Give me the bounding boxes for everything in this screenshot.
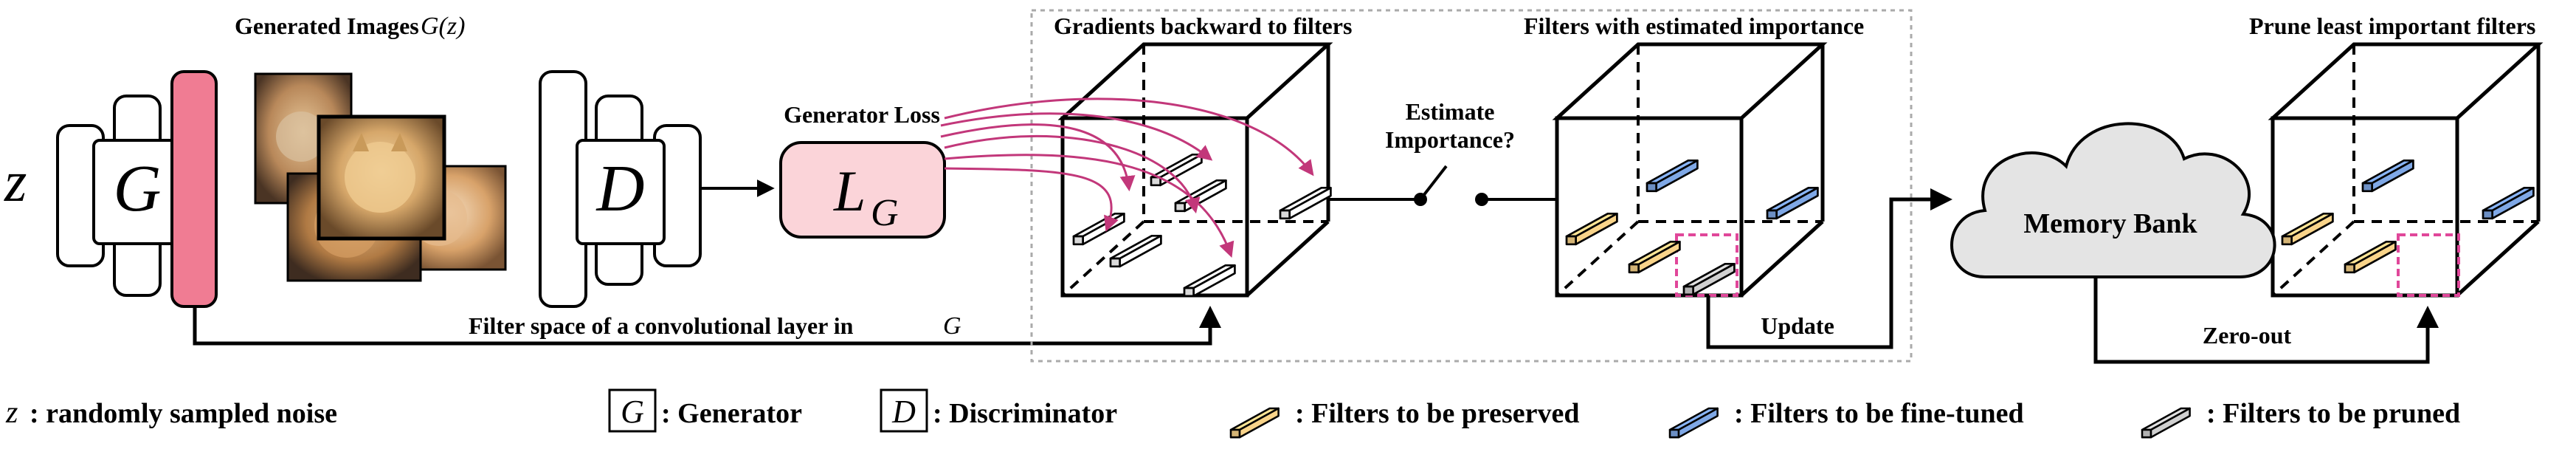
filter-bar-pruned (1682, 262, 1736, 296)
filter-bar-unrated (1183, 264, 1236, 298)
legend-z-text: : randomly sampled noise (30, 398, 337, 429)
discriminator-symbol: D (595, 152, 645, 225)
filter-bar-unrated (1279, 186, 1332, 220)
svg-text:Estimate: Estimate (1406, 98, 1495, 125)
filter-bar-preserved (2281, 212, 2334, 246)
cat-image-top-icon (317, 114, 446, 241)
filter-bar-preserved (1565, 212, 1618, 246)
filter-space-arrow (193, 306, 1221, 346)
generator-loss: Generator Loss L G (779, 101, 946, 239)
filter-space-label: Filter space of a convolutional layer in… (469, 312, 961, 340)
legend-g-box (608, 388, 657, 433)
generated-images (254, 72, 507, 282)
legend-z-symbol: z (5, 396, 18, 430)
legend-finetuned-text: : Filters to be fine-tuned (1734, 398, 2024, 429)
svg-text:Filter space of a convolutiona: Filter space of a convolutional layer in (469, 312, 854, 339)
filter-bar-finetuned (2361, 159, 2414, 193)
svg-text:Filters with estimated importa: Filters with estimated importance (1524, 13, 1864, 39)
generator-symbol: G (114, 152, 162, 225)
gradients-cube: Gradients backward to filters (1054, 13, 1352, 298)
filter-bar-unrated (1150, 153, 1203, 187)
svg-text:L: L (833, 159, 866, 223)
legend: z : randomly sampled noise G : Generator… (5, 388, 2460, 439)
pruned-highlight-box (1675, 233, 1738, 297)
filter-bar-preserved (2344, 240, 2397, 274)
estimate-importance-switch: Estimate Importance? (1328, 98, 1557, 206)
legend-d-text: : Discriminator (933, 398, 1117, 429)
legend-g-text: : Generator (661, 398, 802, 429)
filter-bar-finetuned (2482, 186, 2535, 220)
generator-network: G (56, 70, 218, 308)
svg-text:Prune least important filters: Prune least important filters (2249, 13, 2535, 39)
svg-text:G(z): G(z) (421, 13, 465, 40)
legend-pruned-icon (2141, 407, 2191, 439)
svg-text:G: G (871, 192, 899, 234)
svg-text:z: z (4, 149, 27, 213)
svg-text:Importance?: Importance? (1385, 126, 1515, 153)
memory-bank-cloud: Memory Bank (1950, 122, 2276, 278)
svg-text:Memory Bank: Memory Bank (2023, 208, 2197, 239)
discriminator-box (576, 139, 666, 245)
svg-text:Generated Images: Generated Images (235, 13, 419, 39)
filter-bar-finetuned (1646, 159, 1699, 193)
generated-images-title: Generated Images G(z) (235, 13, 465, 40)
zero-out-label: Zero-out (2203, 322, 2292, 349)
filter-bar-preserved (1628, 240, 1681, 274)
legend-preserved-icon (1229, 407, 1280, 439)
svg-text:Gradients backward to filters: Gradients backward to filters (1054, 13, 1352, 39)
filter-bar-finetuned (1766, 186, 1819, 220)
pruned-empty-box (2397, 233, 2460, 297)
generator-output-layer (170, 70, 218, 308)
svg-text:Generator Loss: Generator Loss (784, 101, 940, 128)
svg-text:D: D (891, 394, 916, 430)
svg-text:G: G (621, 394, 644, 430)
filter-bar-unrated (1072, 212, 1125, 246)
discriminator-network: D (539, 70, 702, 308)
importance-cube: Filters with estimated importance (1524, 13, 1864, 298)
estimation-region (1030, 9, 1913, 363)
update-arrow (1706, 188, 1952, 349)
legend-pruned-text: : Filters to be pruned (2206, 398, 2460, 429)
gradient-arrows (940, 97, 1314, 258)
legend-filter-icons (1229, 407, 2191, 439)
pruned-cube: Prune least important filters (2249, 13, 2544, 298)
filter-bar-unrated (1109, 234, 1162, 268)
z-noise-label: z (4, 149, 27, 213)
legend-preserved-text: : Filters to be preserved (1295, 398, 1580, 429)
legend-finetuned-icon (1668, 407, 1719, 439)
filter-bars (1072, 153, 2535, 298)
svg-text:G: G (943, 312, 961, 340)
zero-out-arrow (2093, 277, 2439, 364)
update-label: Update (1761, 312, 1834, 339)
legend-d-box (880, 388, 928, 433)
